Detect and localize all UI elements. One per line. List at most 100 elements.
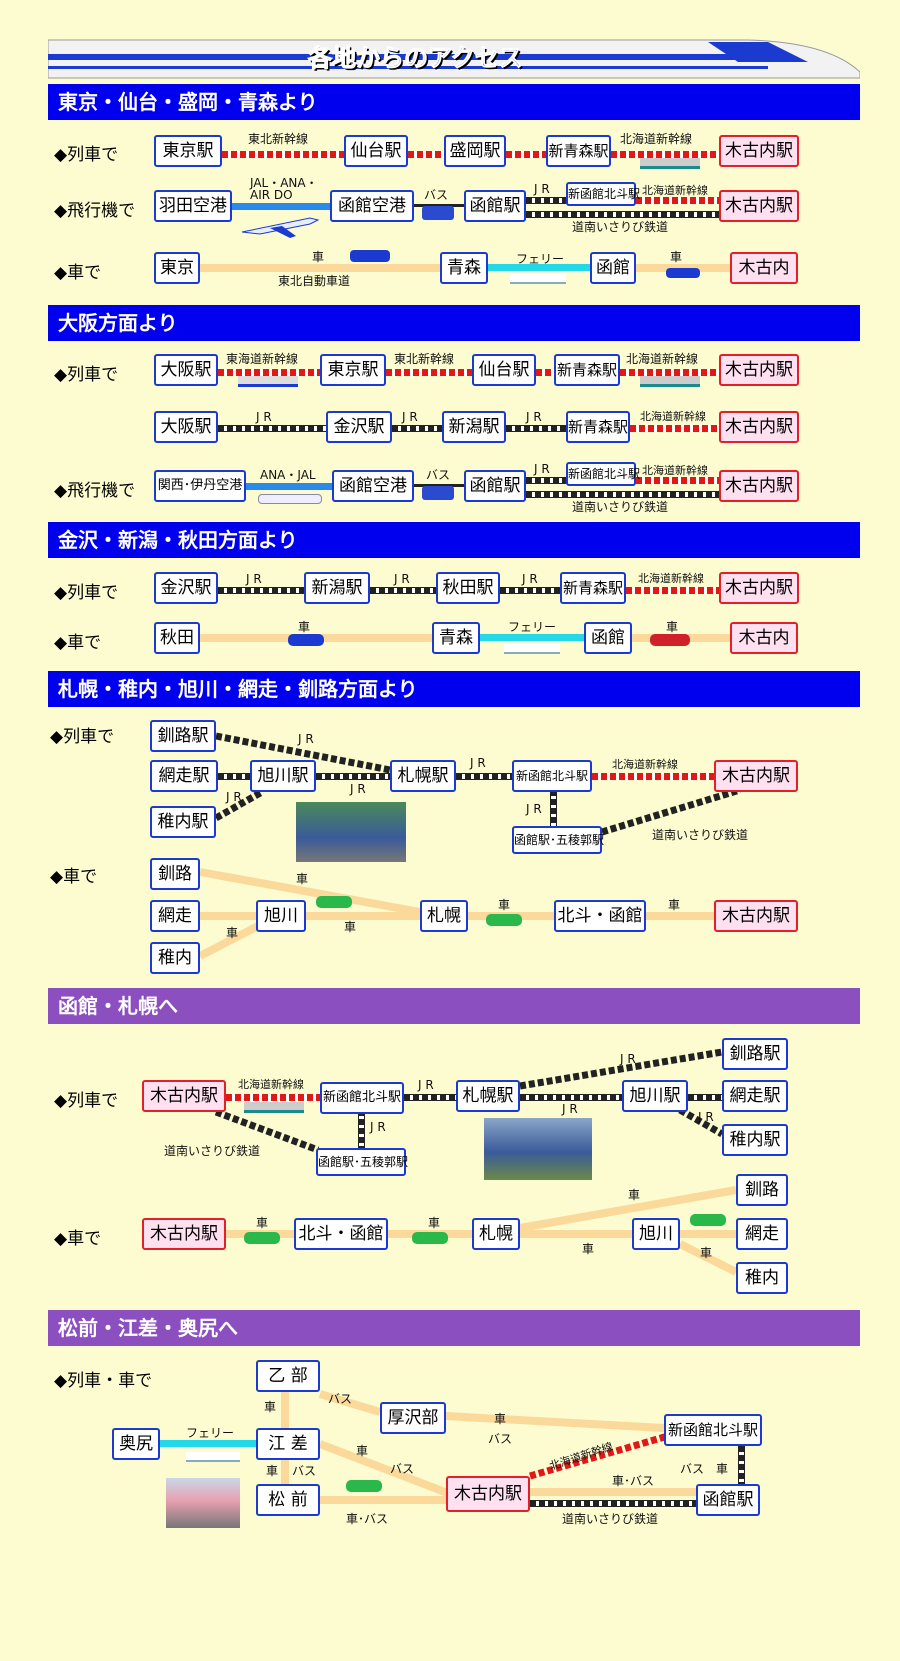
label-car-5: 車 [296,872,309,886]
station-hakodate-3: 函館駅 [696,1484,760,1516]
label-car-11: 車 [428,1216,441,1230]
mode-label-train-4: ◆列車で [50,727,115,747]
car-icon [288,634,324,646]
car-icon [316,896,352,908]
place-hakodate: 函館 [590,252,636,284]
car-icon [666,268,700,278]
line-jr-5b [218,773,250,780]
station-shin-hakodate-hokuto-2: 新函館北斗駅 [566,462,640,486]
label-jr-6a: J R [418,1078,434,1092]
station-sapporo-2: 札幌駅 [456,1080,520,1112]
place-hakodate-2: 函館 [584,622,632,654]
place-hokuto-hakodate-2: 北斗・函館 [294,1218,388,1250]
line-jr-6d [688,1094,722,1101]
shinkansen-icon [640,158,700,169]
line-hokkaido-shinkansen-2b [630,425,719,432]
label-car-10: 車 [256,1216,269,1230]
line-tohoku-shinkansen [222,151,344,158]
shinkansen-banner-graphic [47,39,861,79]
label-jr-5d: J R [226,790,242,804]
station-shin-aomori-4: 新青森駅 [560,572,626,604]
label-hokkaido-shinkansen-2: 北海道新幹線 [626,352,699,366]
station-kanazawa-2: 金沢駅 [154,572,218,604]
airplane-icon [258,494,322,504]
station-kikonai-2: 木古内駅 [719,354,799,386]
section-header-tokyo: 東京・仙台・盛岡・青森より [48,84,860,120]
place-kushiro-2: 釧路 [736,1174,788,1206]
place-aomori-2: 青森 [432,622,480,654]
label-car-bus-2: 車･バス [612,1474,655,1488]
station-abashiri: 網走駅 [150,760,218,792]
bus-icon [422,206,454,220]
label-hokkaido-shinkansen-6: 北海道新幹線 [238,1078,304,1091]
station-wakkanai: 稚内駅 [150,806,216,838]
road-asahikawa-abashiri [680,1230,736,1238]
line-jr-6f [358,1110,365,1148]
label-jr-6f: J R [370,1120,386,1134]
label-bus-3: バス [328,1392,353,1406]
label-hokkaido-shinkansen-b: 北海道新幹線 [642,184,708,197]
label-jr-4c: J R [522,572,538,586]
mode-label-car-3: ◆車で [50,867,98,887]
section-header-to-hakodate-sapporo: 函館・札幌へ [48,988,860,1024]
train-photo [296,802,406,862]
bus-photo [166,1478,240,1528]
line-air-2 [246,483,332,490]
airplane-icon [240,210,320,244]
label-jr-6e: J R [698,1110,714,1124]
line-shinkansen-2b [536,369,554,376]
station-morioka: 盛岡駅 [444,135,506,167]
car-icon [244,1232,280,1244]
ferry-icon [186,1452,240,1462]
label-car-13: 車 [582,1242,595,1256]
label-jr-6b: J R [562,1102,578,1116]
place-matsumae: 松 前 [256,1484,320,1516]
label-hokkaido-shinkansen-5: 北海道新幹線 [612,758,678,771]
place-assabu: 厚沢部 [380,1402,446,1434]
place-abashiri: 網走 [150,900,200,932]
line-jr-3 [526,477,566,484]
place-esashi: 江 差 [256,1428,320,1460]
train-photo [484,1118,592,1180]
station-shin-hakodate-hokuto-3: 新函館北斗駅 [512,760,592,792]
station-hakodate-goryokaku-2: 函館駅･五稜郭駅 [316,1148,408,1176]
line-hokkaido-shinkansen-4 [626,587,719,594]
ferry-icon [504,644,560,654]
label-airlines-a: JAL・ANA・ [250,176,318,190]
airport-haneda: 羽田空港 [154,190,232,222]
label-jr-4b: J R [394,572,410,586]
line-shinkansen-2 [408,151,444,158]
airport-hakodate-2: 函館空港 [332,470,414,502]
shinkansen-icon [640,376,700,387]
line-hokkaido-shinkansen-3 [636,477,720,484]
label-jr-5e: J R [470,756,486,770]
mode-label-train-2: ◆列車で [54,365,119,385]
ferry-icon [510,274,566,284]
label-ferry: フェリー [516,252,565,266]
place-wakkanai-2: 稚内 [736,1262,788,1294]
label-car-b: 車 [670,250,683,264]
label-tohoku-expressway: 東北自動車道 [278,274,351,288]
line-jr-5c [316,773,390,780]
place-hokuto-hakodate: 北斗・函館 [554,900,646,932]
car-icon [690,1214,726,1226]
line-jr-6a [404,1094,456,1101]
place-kikonai-2: 木古内 [730,622,798,654]
station-kikonai-b: 木古内駅 [719,190,799,222]
mode-label-train-car: ◆列車・車で [54,1371,153,1391]
place-akita: 秋田 [154,622,200,654]
place-tokyo: 東京 [154,252,200,284]
section-header-sapporo: 札幌・稚内・旭川・網走・釧路方面より [48,671,860,707]
label-car-bus-1: 車･バス [346,1512,389,1526]
label-jr-2c: J R [526,410,542,424]
station-sendai: 仙台駅 [344,135,408,167]
label-isaribi-3: 道南いさりび鉄道 [652,828,749,842]
station-kikonai-4: 木古内駅 [719,470,799,502]
place-sapporo-2: 札幌 [472,1218,520,1250]
label-ferry-3: フェリー [186,1426,235,1440]
line-isaribi [526,211,720,218]
label-hokkaido-shinkansen-2b: 北海道新幹線 [640,410,706,423]
label-bus-5: バス [390,1462,415,1476]
bus-icon [422,486,454,500]
